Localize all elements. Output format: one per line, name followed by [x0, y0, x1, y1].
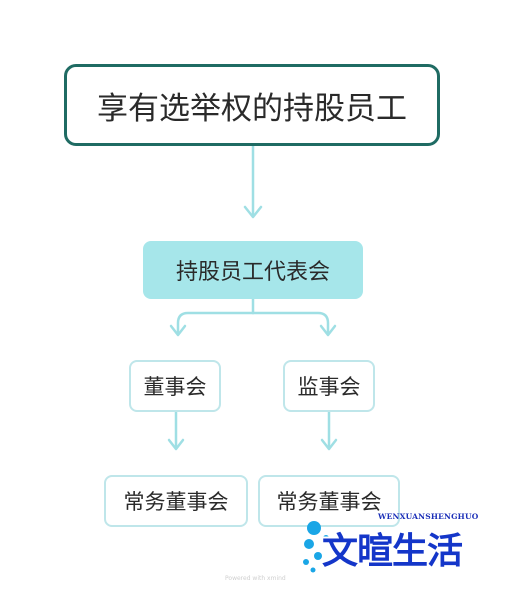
arrowhead-executive-board: [167, 438, 185, 451]
node-executive-board-right: 常务董事会: [258, 475, 400, 527]
arrowhead-supervisors: [319, 324, 337, 337]
arrowhead-board: [169, 324, 187, 337]
edge-fork-right: [251, 311, 330, 335]
logo-subtext: WENXUANSHENGHUO: [378, 512, 479, 521]
node-board-of-supervisors: 监事会: [283, 360, 375, 412]
arrowhead-representatives: [243, 205, 263, 219]
logo-bubbles-icon: [303, 521, 329, 573]
edge-fork-left: [176, 311, 255, 335]
node-shareholding-employees: 享有选举权的持股员工: [64, 64, 440, 146]
node-executive-board-left: 常务董事会: [104, 475, 248, 527]
arrowhead-executive-supervisors: [320, 438, 338, 451]
node-board-of-directors: 董事会: [129, 360, 221, 412]
powered-by-watermark: Powered with xmind: [225, 575, 286, 582]
node-employee-representative-assembly: 持股员工代表会: [143, 241, 363, 299]
logo-wordmark: 文暄生活: [322, 531, 463, 572]
